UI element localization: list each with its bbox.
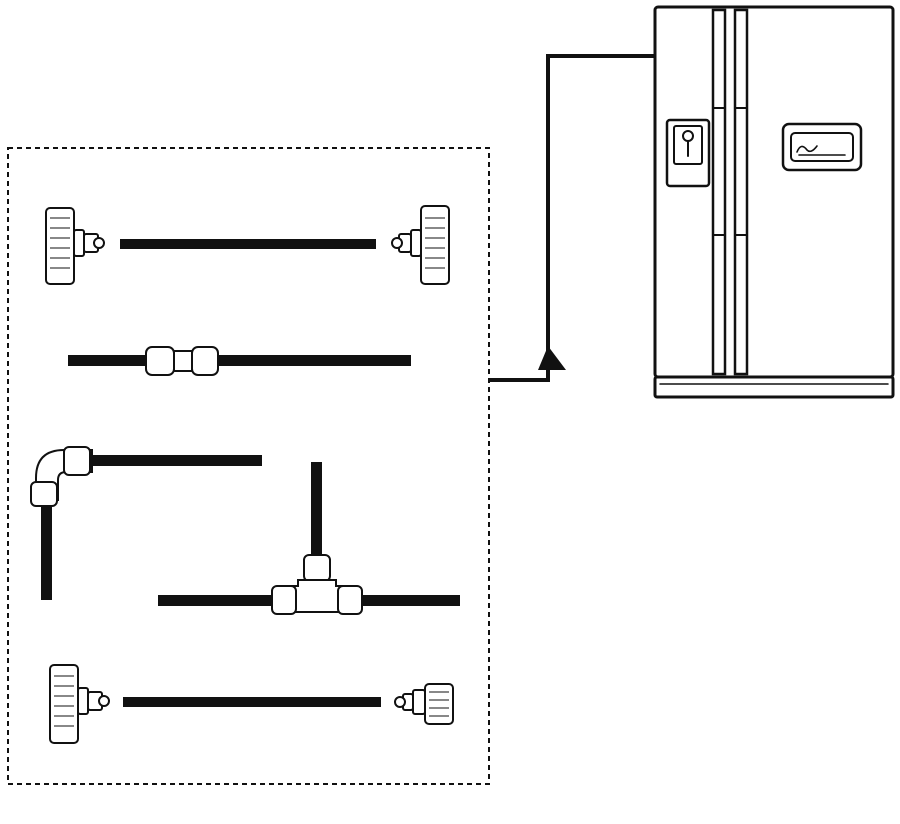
tube-segment-horizontal	[90, 455, 262, 466]
arrow-head-icon	[538, 346, 566, 370]
tube-segment-vertical	[311, 462, 322, 558]
fridge-base	[653, 375, 895, 399]
fridge-body	[653, 5, 895, 379]
straight-union-connector	[68, 346, 411, 376]
refrigerator	[653, 5, 895, 399]
elbow-connector	[30, 446, 262, 600]
dispenser-icon	[665, 118, 711, 188]
elbow-collet-top-icon	[63, 446, 91, 476]
tube-segment	[123, 697, 381, 707]
tee-collet-left-icon	[271, 585, 297, 615]
control-panel-icon	[781, 122, 863, 172]
union-body-left-icon	[145, 346, 175, 376]
tube-segment	[120, 239, 376, 249]
fresh-food-door-handle	[733, 8, 749, 376]
tube-segment	[68, 355, 411, 366]
compression-nut-right-icon	[394, 683, 454, 725]
water-line	[488, 54, 655, 382]
compression-adapter-tube-2	[49, 664, 454, 744]
union-center-icon	[173, 350, 193, 372]
compression-nut-left-icon	[49, 664, 110, 744]
tee-connector	[158, 462, 460, 615]
tube-segment-vertical	[41, 500, 52, 600]
compression-adapter-tube-1	[45, 205, 450, 285]
freezer-door-handle	[711, 8, 727, 376]
elbow-collet-bottom-icon	[30, 481, 58, 507]
compression-nut-right-icon	[391, 205, 450, 285]
compression-nut-left-icon	[45, 207, 105, 285]
tee-collet-top-icon	[303, 554, 331, 582]
tee-collet-right-icon	[337, 585, 363, 615]
union-body-right-icon	[191, 346, 219, 376]
